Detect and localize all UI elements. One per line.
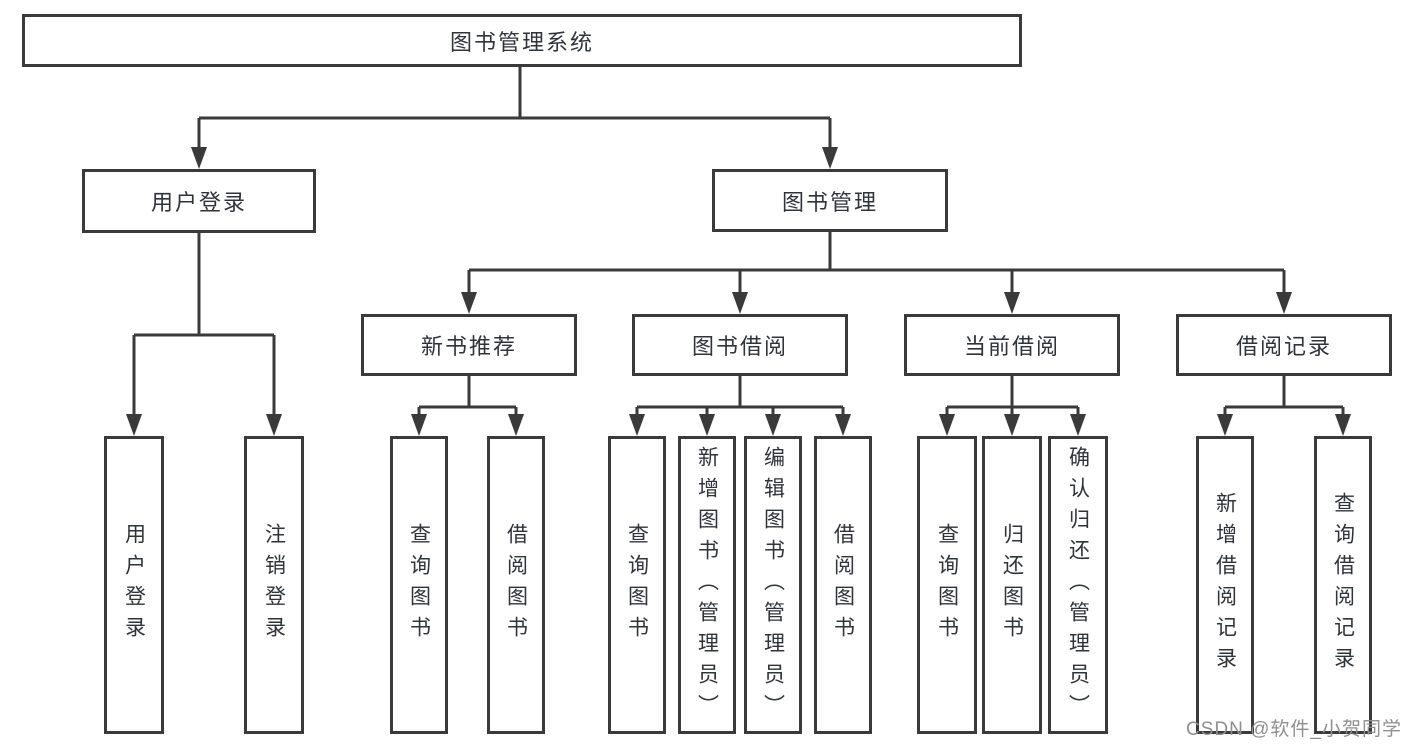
leaf-nbr-borrow-books-label: 借阅图书	[504, 523, 528, 647]
leaf-br-add-record-label: 新增借阅记录	[1213, 492, 1237, 678]
leaf-bb-edit-books-admin: 编辑图书（管理员）	[744, 436, 802, 734]
node-root-label: 图书管理系统	[449, 29, 594, 55]
leaf-br-query-record-label: 查询借阅记录	[1331, 492, 1355, 678]
leaf-nbr-query-books: 查询图书	[390, 436, 448, 734]
leaf-bb-edit-books-admin-label: 编辑图书（管理员）	[761, 445, 785, 725]
node-user-login: 用户登录	[82, 169, 316, 233]
node-new-book-recommend-label: 新书推荐	[420, 334, 517, 359]
leaf-bb-add-books-admin-label: 新增图书（管理员）	[695, 445, 719, 725]
node-root: 图书管理系统	[22, 14, 1022, 67]
leaf-cb-confirm-return-admin: 确认归还（管理员）	[1048, 436, 1108, 734]
node-new-book-recommend: 新书推荐	[361, 314, 577, 376]
leaf-cb-query-books: 查询图书	[917, 436, 977, 734]
leaf-cb-query-books-label: 查询图书	[935, 523, 959, 647]
leaf-cb-return-books-label: 归还图书	[1000, 523, 1024, 647]
leaf-logout-label: 注销登录	[262, 523, 286, 647]
leaf-cb-return-books: 归还图书	[982, 436, 1042, 734]
leaf-bb-query-books: 查询图书	[608, 436, 666, 734]
leaf-br-add-record: 新增借阅记录	[1196, 436, 1254, 734]
node-user-login-label: 用户登录	[150, 190, 247, 215]
leaf-nbr-query-books-label: 查询图书	[407, 523, 431, 647]
connector-book-borrowing-to-leaves	[629, 376, 851, 436]
leaf-logout: 注销登录	[244, 436, 304, 734]
leaf-user-login-label: 用户登录	[122, 523, 146, 647]
node-book-management-label: 图书管理	[781, 189, 878, 215]
leaf-bb-add-books-admin: 新增图书（管理员）	[678, 436, 736, 734]
leaf-nbr-borrow-books: 借阅图书	[487, 436, 545, 734]
node-borrowing-records: 借阅记录	[1176, 314, 1392, 376]
node-current-borrowing-label: 当前借阅	[963, 334, 1060, 359]
node-book-borrowing-label: 图书借阅	[691, 334, 788, 359]
csdn-watermark: CSDN @软件_小贺同学	[1186, 719, 1402, 740]
leaf-bb-borrow-books: 借阅图书	[814, 436, 872, 734]
node-book-borrowing: 图书借阅	[632, 314, 848, 376]
node-current-borrowing: 当前借阅	[904, 314, 1120, 376]
leaf-bb-query-books-label: 查询图书	[625, 523, 649, 647]
connector-current-borrowing-to-leaves	[939, 376, 1086, 436]
node-borrowing-records-label: 借阅记录	[1235, 334, 1332, 359]
leaf-user-login: 用户登录	[104, 436, 164, 734]
connector-book-management-to-level3	[461, 232, 1292, 314]
connector-borrowing-records-to-leaves	[1217, 376, 1351, 436]
connector-root-to-level2	[191, 66, 838, 169]
connector-new-book-recommend-to-leaves	[411, 376, 524, 436]
node-book-management: 图书管理	[712, 169, 948, 232]
connector-user-login-to-leaves	[126, 233, 282, 436]
leaf-cb-confirm-return-admin-label: 确认归还（管理员）	[1066, 445, 1090, 725]
leaf-bb-borrow-books-label: 借阅图书	[831, 523, 855, 647]
leaf-br-query-record: 查询借阅记录	[1314, 436, 1372, 734]
